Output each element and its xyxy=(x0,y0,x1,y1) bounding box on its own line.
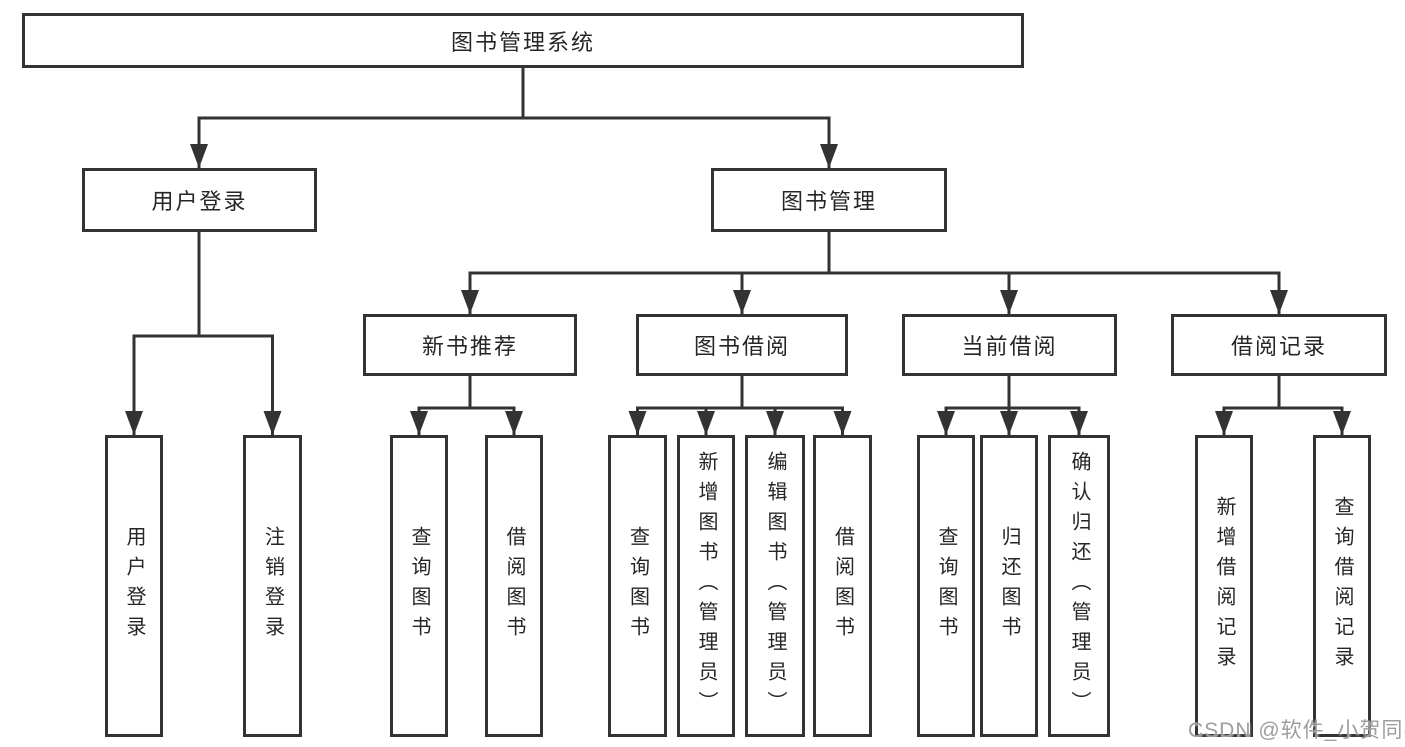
leaf-return-books: 归还图书 xyxy=(980,435,1038,737)
leaf-confirm-return-admin: 确认归还（管理员） xyxy=(1048,435,1110,737)
node-label: 新书推荐 xyxy=(421,334,518,359)
watermark: CSDN @软件_小贺同学 xyxy=(1188,719,1405,742)
node-user-login: 用户登录 xyxy=(82,168,317,232)
node-label: 用户登录 xyxy=(151,189,248,214)
node-label: 注销登录 xyxy=(261,526,284,646)
node-library-system: 图书管理系统 xyxy=(22,13,1024,68)
node-label: 新增借阅记录 xyxy=(1213,496,1235,676)
leaf-borrow-books-recommend: 借阅图书 xyxy=(485,435,543,737)
leaf-edit-book-admin: 编辑图书（管理员） xyxy=(745,435,805,737)
leaf-user-login: 用户登录 xyxy=(105,435,163,737)
node-label: 图书管理 xyxy=(780,189,877,214)
node-label: 新增图书（管理员） xyxy=(695,451,717,721)
node-label: 确认归还（管理员） xyxy=(1068,451,1090,721)
node-label: 编辑图书（管理员） xyxy=(764,451,786,721)
leaf-query-books-current: 查询图书 xyxy=(917,435,975,737)
leaf-logout: 注销登录 xyxy=(243,435,302,737)
node-label: 查询借阅记录 xyxy=(1331,496,1353,676)
node-label: 借阅记录 xyxy=(1230,334,1327,359)
node-label: 查询图书 xyxy=(408,526,430,646)
leaf-borrow-books-borrowing: 借阅图书 xyxy=(813,435,872,737)
leaf-query-books-recommend: 查询图书 xyxy=(390,435,448,737)
node-current-borrowing: 当前借阅 xyxy=(902,314,1117,376)
node-borrowing-records: 借阅记录 xyxy=(1171,314,1387,376)
node-label: 当前借阅 xyxy=(961,334,1058,359)
node-label: 查询图书 xyxy=(626,526,649,646)
leaf-add-borrow-record: 新增借阅记录 xyxy=(1195,435,1253,737)
node-book-management: 图书管理 xyxy=(711,168,947,232)
node-label: 借阅图书 xyxy=(831,526,854,646)
node-label: 归还图书 xyxy=(998,526,1020,646)
leaf-query-books-borrowing: 查询图书 xyxy=(608,435,667,737)
node-label: 查询图书 xyxy=(935,526,957,646)
leaf-add-book-admin: 新增图书（管理员） xyxy=(677,435,735,737)
leaf-query-borrow-record: 查询借阅记录 xyxy=(1313,435,1371,737)
node-label: 图书管理系统 xyxy=(450,29,595,55)
node-new-book-recommend: 新书推荐 xyxy=(363,314,577,376)
node-label: 用户登录 xyxy=(123,526,145,646)
node-label: 借阅图书 xyxy=(503,526,525,646)
node-book-borrowing: 图书借阅 xyxy=(636,314,848,376)
node-label: 图书借阅 xyxy=(693,334,790,359)
